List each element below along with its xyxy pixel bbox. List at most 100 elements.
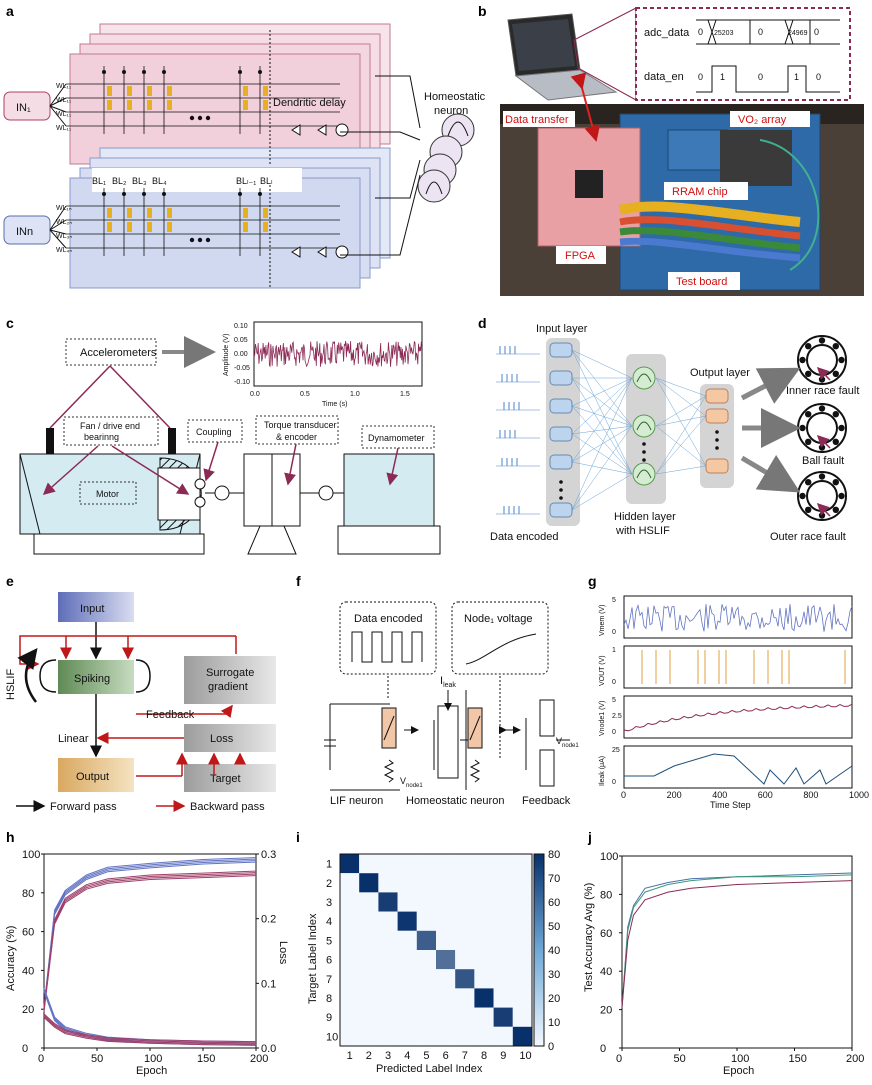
heatmap-cell xyxy=(397,1007,417,1027)
wl-label-top: WL₁₁ xyxy=(56,111,72,118)
heatmap-cell xyxy=(359,911,379,931)
heatmap-cell xyxy=(378,1007,398,1027)
dendritic-delay-label: Dendritic delay xyxy=(273,97,346,109)
x-tick-label: 0 xyxy=(616,1053,622,1065)
y-tick-label: 20 xyxy=(22,1004,34,1016)
heatmap-cell xyxy=(436,930,456,950)
ellipsis-dot xyxy=(715,430,719,434)
heatmap-cell xyxy=(359,873,379,893)
panel-label-a: a xyxy=(6,3,14,19)
bearing-inner xyxy=(806,344,838,376)
series-line xyxy=(43,870,257,1008)
series-line xyxy=(621,874,853,1008)
input-neuron xyxy=(549,426,573,442)
x-tick-label: 150 xyxy=(197,1053,215,1065)
bl-switch xyxy=(162,192,166,196)
inn-label: INn xyxy=(16,226,33,238)
heatmap-cell xyxy=(416,930,436,950)
hslif-label: HSLIF xyxy=(5,669,17,700)
vnode1-label-right: Vnode1 xyxy=(556,736,579,749)
x-tick-label: 6 xyxy=(443,1050,449,1062)
colorbar-tick: 70 xyxy=(548,873,560,885)
adc-transitions xyxy=(707,19,811,45)
ellipsis-dot xyxy=(205,237,211,243)
rram-cell xyxy=(263,208,268,218)
synapse xyxy=(655,465,707,475)
heatmap-cell xyxy=(340,854,360,874)
heatmap-cell xyxy=(397,969,417,989)
heatmap-cell xyxy=(397,930,417,950)
x-tick-label: 150 xyxy=(789,1053,807,1065)
backward-pass-label: Backward pass xyxy=(190,801,265,813)
bl-label: BL₂ xyxy=(112,176,127,186)
lif-neuron-label: LIF neuron xyxy=(330,795,383,807)
forward-pass-label: Forward pass xyxy=(50,801,117,813)
input-neuron xyxy=(549,398,573,414)
ball-fault-label: Ball fault xyxy=(802,455,844,467)
rram-cell xyxy=(243,86,248,96)
synapse xyxy=(655,425,707,467)
bearing-inner xyxy=(806,480,838,512)
heatmap-cell xyxy=(474,892,494,912)
x-axis-label: Epoch xyxy=(136,1065,167,1077)
series-line xyxy=(43,857,257,1008)
adc-value: 24969 xyxy=(788,30,808,37)
heatmap-cell xyxy=(493,969,513,989)
y-tick-label: 0 xyxy=(22,1043,28,1055)
heatmap-cell xyxy=(416,950,436,970)
linear-label: Linear xyxy=(58,733,89,745)
synapse xyxy=(571,349,633,475)
y-tick-label: 7 xyxy=(326,974,332,986)
wl-label-bottom: WL₁ₙ xyxy=(56,205,72,212)
y-axis-label: Amplitude (V) xyxy=(223,334,230,376)
g-y-tick: 2.5 xyxy=(612,713,622,720)
coupling-label: Coupling xyxy=(196,427,232,437)
heatmap-cell xyxy=(378,892,398,912)
x-tick-label: 10 xyxy=(519,1050,531,1062)
bearing-ball xyxy=(838,356,845,364)
synapse xyxy=(571,377,633,427)
heatmap-cell xyxy=(397,892,417,912)
g-y-tick: 0 xyxy=(612,729,616,736)
heatmap-cell xyxy=(359,854,379,874)
synapse xyxy=(571,377,633,475)
y-tick-label: 60 xyxy=(600,928,612,940)
y-tick-label: 20 xyxy=(600,1005,612,1017)
rram-cell xyxy=(107,86,112,96)
ellipsis-dot xyxy=(715,438,719,442)
heatmap-cell xyxy=(397,988,417,1008)
y-tick-label: 5 xyxy=(326,935,332,947)
panel-label-h: h xyxy=(6,829,15,845)
adc-value: 0 xyxy=(814,27,819,37)
en-value: 1 xyxy=(794,72,799,82)
rram-cell xyxy=(263,222,268,232)
ellipsis-dot xyxy=(189,115,195,121)
vnode1-label-left: Vnode1 xyxy=(400,776,423,789)
ellipsis-dot xyxy=(197,237,203,243)
heatmap-cell xyxy=(340,1007,360,1027)
bl-label: BLₗ₋₁ xyxy=(236,176,256,186)
input-neuron xyxy=(549,342,573,358)
dendritic-amp xyxy=(291,246,327,258)
heatmap-cell xyxy=(340,1026,360,1046)
heatmap-cell xyxy=(359,950,379,970)
bl-label: BL₁ xyxy=(92,176,106,186)
synapse xyxy=(571,425,633,435)
heatmap-cell xyxy=(493,1007,513,1027)
synapse xyxy=(655,415,707,427)
y-tick-label: 80 xyxy=(600,889,612,901)
heatmap-cell xyxy=(436,873,456,893)
series-line xyxy=(621,872,853,1008)
bl-label: BLₗ xyxy=(260,176,273,186)
input-layer-label: Input layer xyxy=(536,323,588,335)
wl-label-bottom: WL₂ₙ xyxy=(56,219,72,226)
x-tick-label: 50 xyxy=(674,1053,686,1065)
rram-cell xyxy=(167,208,172,218)
output-neuron xyxy=(705,458,729,474)
adc-data-label: adc_data xyxy=(644,27,690,39)
heatmap-cell xyxy=(455,930,475,950)
heatmap-cell xyxy=(378,873,398,893)
